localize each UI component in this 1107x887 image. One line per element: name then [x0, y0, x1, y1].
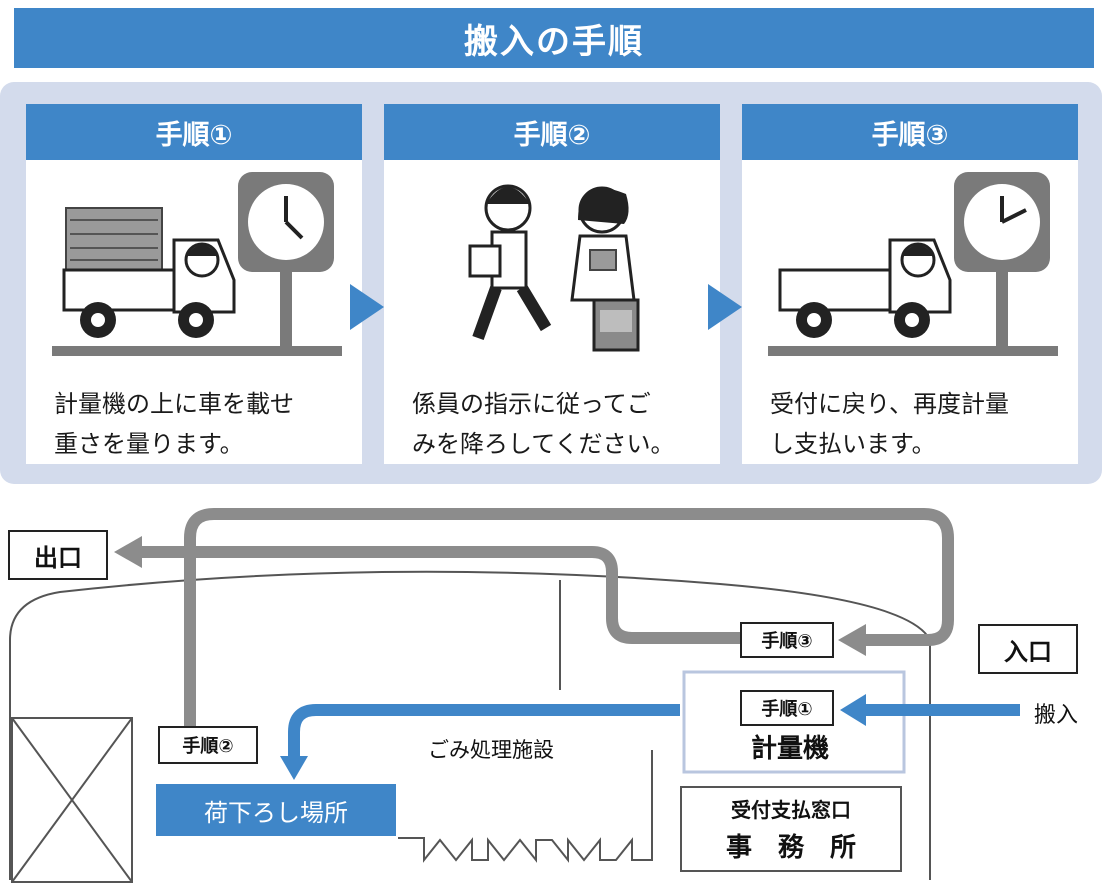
empty-truck-on-scale-illustration — [768, 172, 1058, 356]
step-arrow-1 — [350, 284, 384, 330]
step-text-1-line2: 重さを量ります。 — [54, 430, 244, 458]
unloading-area-label: 荷下ろし場所 — [156, 784, 396, 836]
unloading-illustration — [468, 184, 640, 352]
step2-tag: 手順② — [158, 726, 258, 764]
step-arrow-2 — [708, 284, 742, 330]
facility-label: ごみ処理施設 — [428, 738, 554, 762]
step-card-2: 手順② 係員の指示に従ってご みを降ろしてください。 — [384, 104, 720, 464]
step-text-1-line1: 計量機の上に車を載せ — [54, 390, 294, 418]
entrance-label: 入口 — [978, 624, 1078, 674]
scale-box — [682, 670, 906, 774]
exit-label: 出口 — [8, 530, 108, 580]
step-card-1: 手順① 計量機の上に車を載せ 重さを量ります。 — [26, 104, 362, 464]
truck-on-scale-illustration — [52, 172, 342, 356]
step-text-2-line1: 係員の指示に従ってご — [412, 390, 651, 418]
exit-route — [132, 546, 740, 644]
step-header-2: 手順② — [384, 104, 720, 160]
step-text-2-line2: みを降ろしてください。 — [412, 430, 675, 458]
step-text-3-line2: し支払います。 — [770, 430, 936, 458]
pit-outline — [398, 750, 653, 863]
step1-tag: 手順① — [740, 690, 834, 726]
step3-tag: 手順③ — [740, 622, 834, 658]
page-title: 搬入の手順 — [14, 8, 1094, 68]
unloading-route — [288, 704, 680, 760]
step-header-1: 手順① — [26, 104, 362, 160]
office-box: 受付支払窓口 事 務 所 — [680, 786, 902, 872]
step-header-3: 手順③ — [742, 104, 1078, 160]
return-route — [184, 508, 954, 726]
step-card-3: 手順③ 受付に戻り、再度計量 し支払います。 — [742, 104, 1078, 464]
carry-in-label: 搬入 — [1034, 703, 1079, 728]
scale-label: 計量機 — [750, 734, 829, 764]
office-label-line1: 受付支払窓口 — [731, 798, 851, 822]
office-label-line2: 事 務 所 — [725, 833, 856, 863]
facility-outline — [9, 570, 931, 880]
step-text-3-line1: 受付に戻り、再度計量 — [770, 390, 1010, 418]
